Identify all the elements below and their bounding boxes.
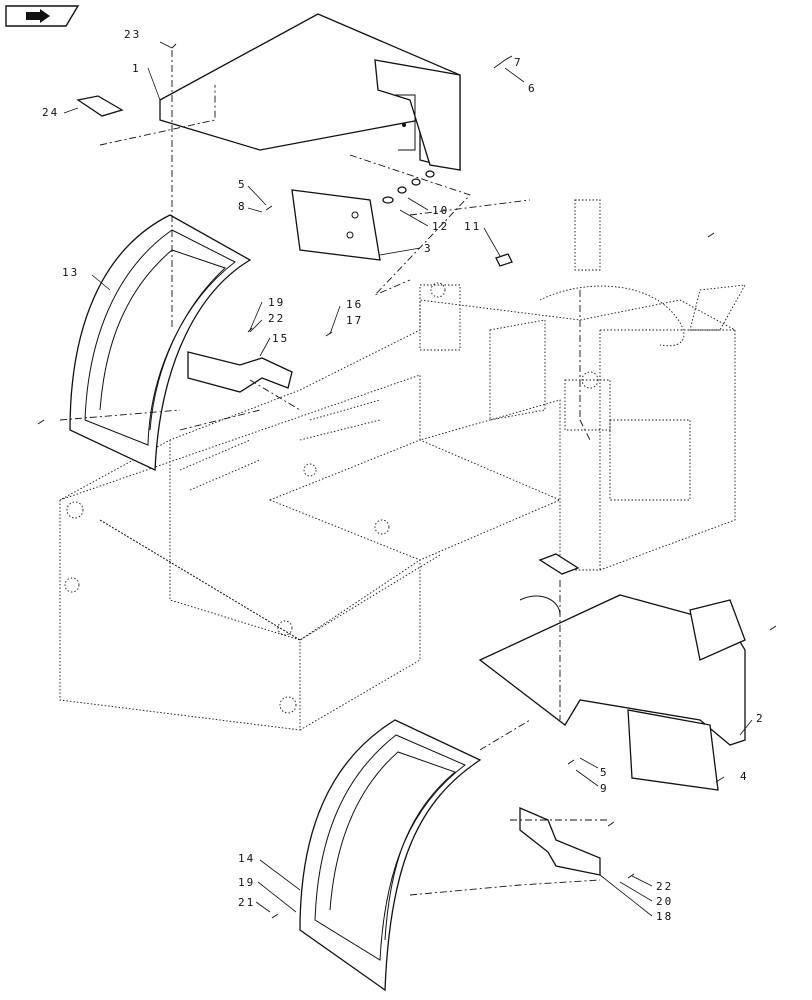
callout-21: 21 <box>238 896 255 909</box>
callout-13: 13 <box>62 266 79 279</box>
callout-22a: 22 <box>268 312 285 325</box>
callout-11: 11 <box>464 220 481 233</box>
callout-20: 20 <box>656 895 673 908</box>
callout-23: 23 <box>124 28 141 41</box>
part-pad-right <box>538 553 580 575</box>
callout-labels: 23 1 24 7 6 5 8 10 12 11 3 13 19 22 15 1… <box>42 28 765 923</box>
chassis-frame <box>59 199 746 731</box>
assembly-guide-lines <box>59 50 610 896</box>
part-3-plate <box>291 189 381 261</box>
part-4-plate <box>627 709 719 791</box>
next-page-arrow-icon[interactable] <box>5 5 80 27</box>
part-2-right-cover <box>478 594 746 746</box>
part-15-bracket <box>187 351 293 393</box>
callout-1: 1 <box>132 62 141 75</box>
callout-8: 8 <box>238 200 247 213</box>
callout-14: 14 <box>238 852 255 865</box>
callout-19b: 19 <box>238 876 255 889</box>
hardware-bolt-stack <box>382 170 435 204</box>
callout-22b: 22 <box>656 880 673 893</box>
callout-24: 24 <box>42 106 59 119</box>
leader-lines <box>63 41 753 917</box>
callout-2: 2 <box>756 712 765 725</box>
part-14-lower-fender <box>299 719 482 992</box>
callout-6: 6 <box>528 82 537 95</box>
callout-18: 18 <box>656 910 673 923</box>
callout-12: 12 <box>432 220 449 233</box>
part-24-pad <box>76 95 124 117</box>
callout-9: 9 <box>600 782 609 795</box>
callout-3: 3 <box>424 242 433 255</box>
part-1-upper-cover <box>159 13 461 171</box>
callout-16: 16 <box>346 298 363 311</box>
callout-7: 7 <box>514 56 523 69</box>
part-18-bracket <box>519 807 601 876</box>
part-11-bolt <box>495 253 513 267</box>
hardware-screws <box>37 43 777 919</box>
callout-15: 15 <box>272 332 289 345</box>
callout-4: 4 <box>740 770 749 783</box>
callout-10: 10 <box>432 204 449 217</box>
callout-19a: 19 <box>268 296 285 309</box>
callout-5a: 5 <box>238 178 247 191</box>
callout-17: 17 <box>346 314 363 327</box>
part-13-left-fender <box>69 214 252 472</box>
callout-5b: 5 <box>600 766 609 779</box>
